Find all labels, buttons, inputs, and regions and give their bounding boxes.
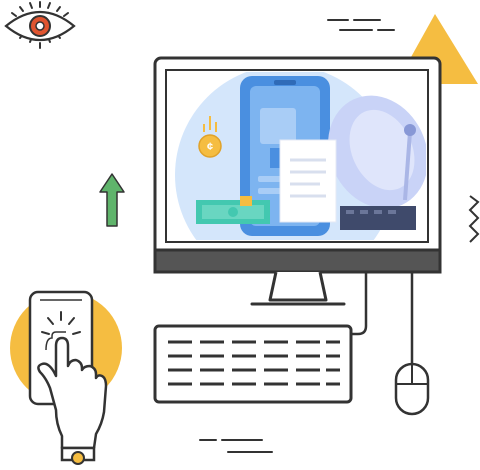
up-arrow-icon	[99, 173, 125, 227]
keyboard-cable	[351, 272, 368, 336]
zigzag-line	[468, 195, 480, 243]
screen-content: ¢	[175, 72, 426, 240]
mouse	[394, 272, 430, 416]
svg-text:¢: ¢	[207, 141, 213, 153]
decor-dashes-top	[327, 19, 395, 31]
hand-touch-phone-icon	[10, 290, 122, 465]
document-icon	[279, 139, 337, 223]
eye-icon	[4, 1, 76, 49]
keyboard	[153, 324, 353, 404]
decor-dashes-bottom	[199, 439, 273, 453]
satellite-dish-icon	[328, 95, 426, 230]
cash-icon	[196, 196, 270, 224]
coin-icon: ¢	[198, 116, 222, 158]
